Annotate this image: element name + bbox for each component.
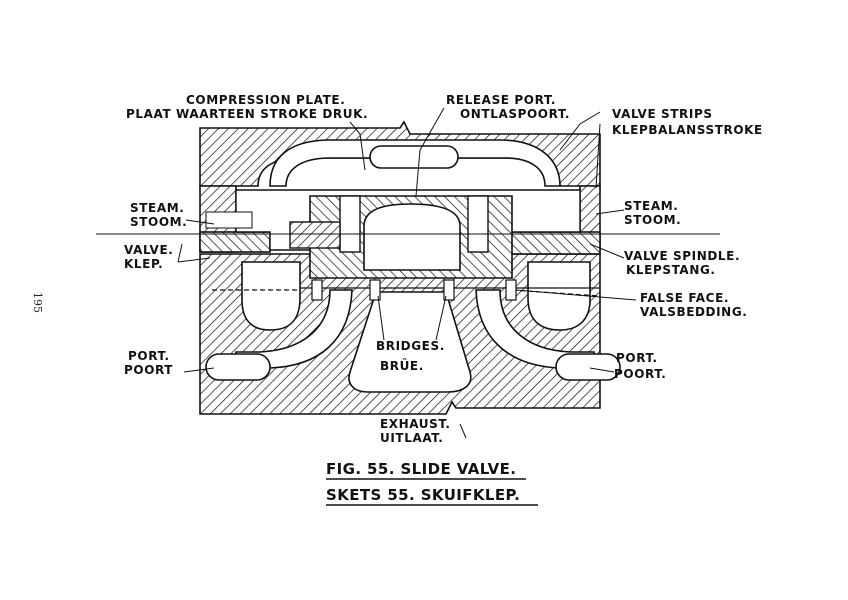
label-ontlaspoort: ONTLASPOORT. <box>460 107 570 121</box>
label-klepbalansstroke: KLEPBALANSSTROKE <box>612 123 763 137</box>
label-brue: BRÛE. <box>380 358 424 373</box>
label-release-port: RELEASE PORT. <box>446 93 556 107</box>
page-number: 195 <box>31 292 44 313</box>
label-stoom-left: STOOM. <box>130 215 187 229</box>
figure-caption: FIG. 55. SLIDE VALVE. SKETS 55. SKUIFKLE… <box>326 460 538 506</box>
leader-lines <box>177 107 637 439</box>
exhaust-cavity <box>348 291 472 393</box>
label-compression-plate: COMPRESSION PLATE. <box>186 93 345 107</box>
slide-valve <box>289 195 513 279</box>
label-poort-right: POORT. <box>614 367 666 381</box>
label-steam-right: STEAM. <box>624 199 678 213</box>
label-plaat: PLAAT WAARTEEN STROKE DRUK. <box>126 107 368 121</box>
caption-line-1: FIG. 55. SLIDE VALVE. <box>326 460 516 478</box>
label-exhaust: EXHAUST. <box>380 417 451 431</box>
label-stoom-right: STOOM. <box>624 213 681 227</box>
label-valsbedding: VALSBEDDING. <box>640 305 747 319</box>
label-valve-spindle: VALVE SPINDLE. <box>624 249 740 263</box>
callout-labels: COMPRESSION PLATE. PLAAT WAARTEEN STROKE… <box>124 93 763 445</box>
label-uitlaat: UITLAAT. <box>380 431 443 445</box>
caption-line-2: SKETS 55. SKUIFKLEP. <box>326 486 520 504</box>
label-valve-strips: VALVE STRIPS <box>612 107 713 121</box>
port-passages <box>205 261 621 381</box>
label-klepstang: KLEPSTANG. <box>626 263 716 277</box>
label-false-face: FALSE FACE. <box>640 291 729 305</box>
label-valve: VALVE. <box>124 243 173 257</box>
label-poort-left: POORT <box>124 363 173 377</box>
compression-plate <box>269 139 561 187</box>
label-bridges: BRIDGES. <box>376 339 445 353</box>
label-klep: KLEP. <box>124 257 163 271</box>
label-steam-left: STEAM. <box>130 201 184 215</box>
label-port-left: PORT. <box>128 349 170 363</box>
label-port-right: PORT. <box>616 351 658 365</box>
